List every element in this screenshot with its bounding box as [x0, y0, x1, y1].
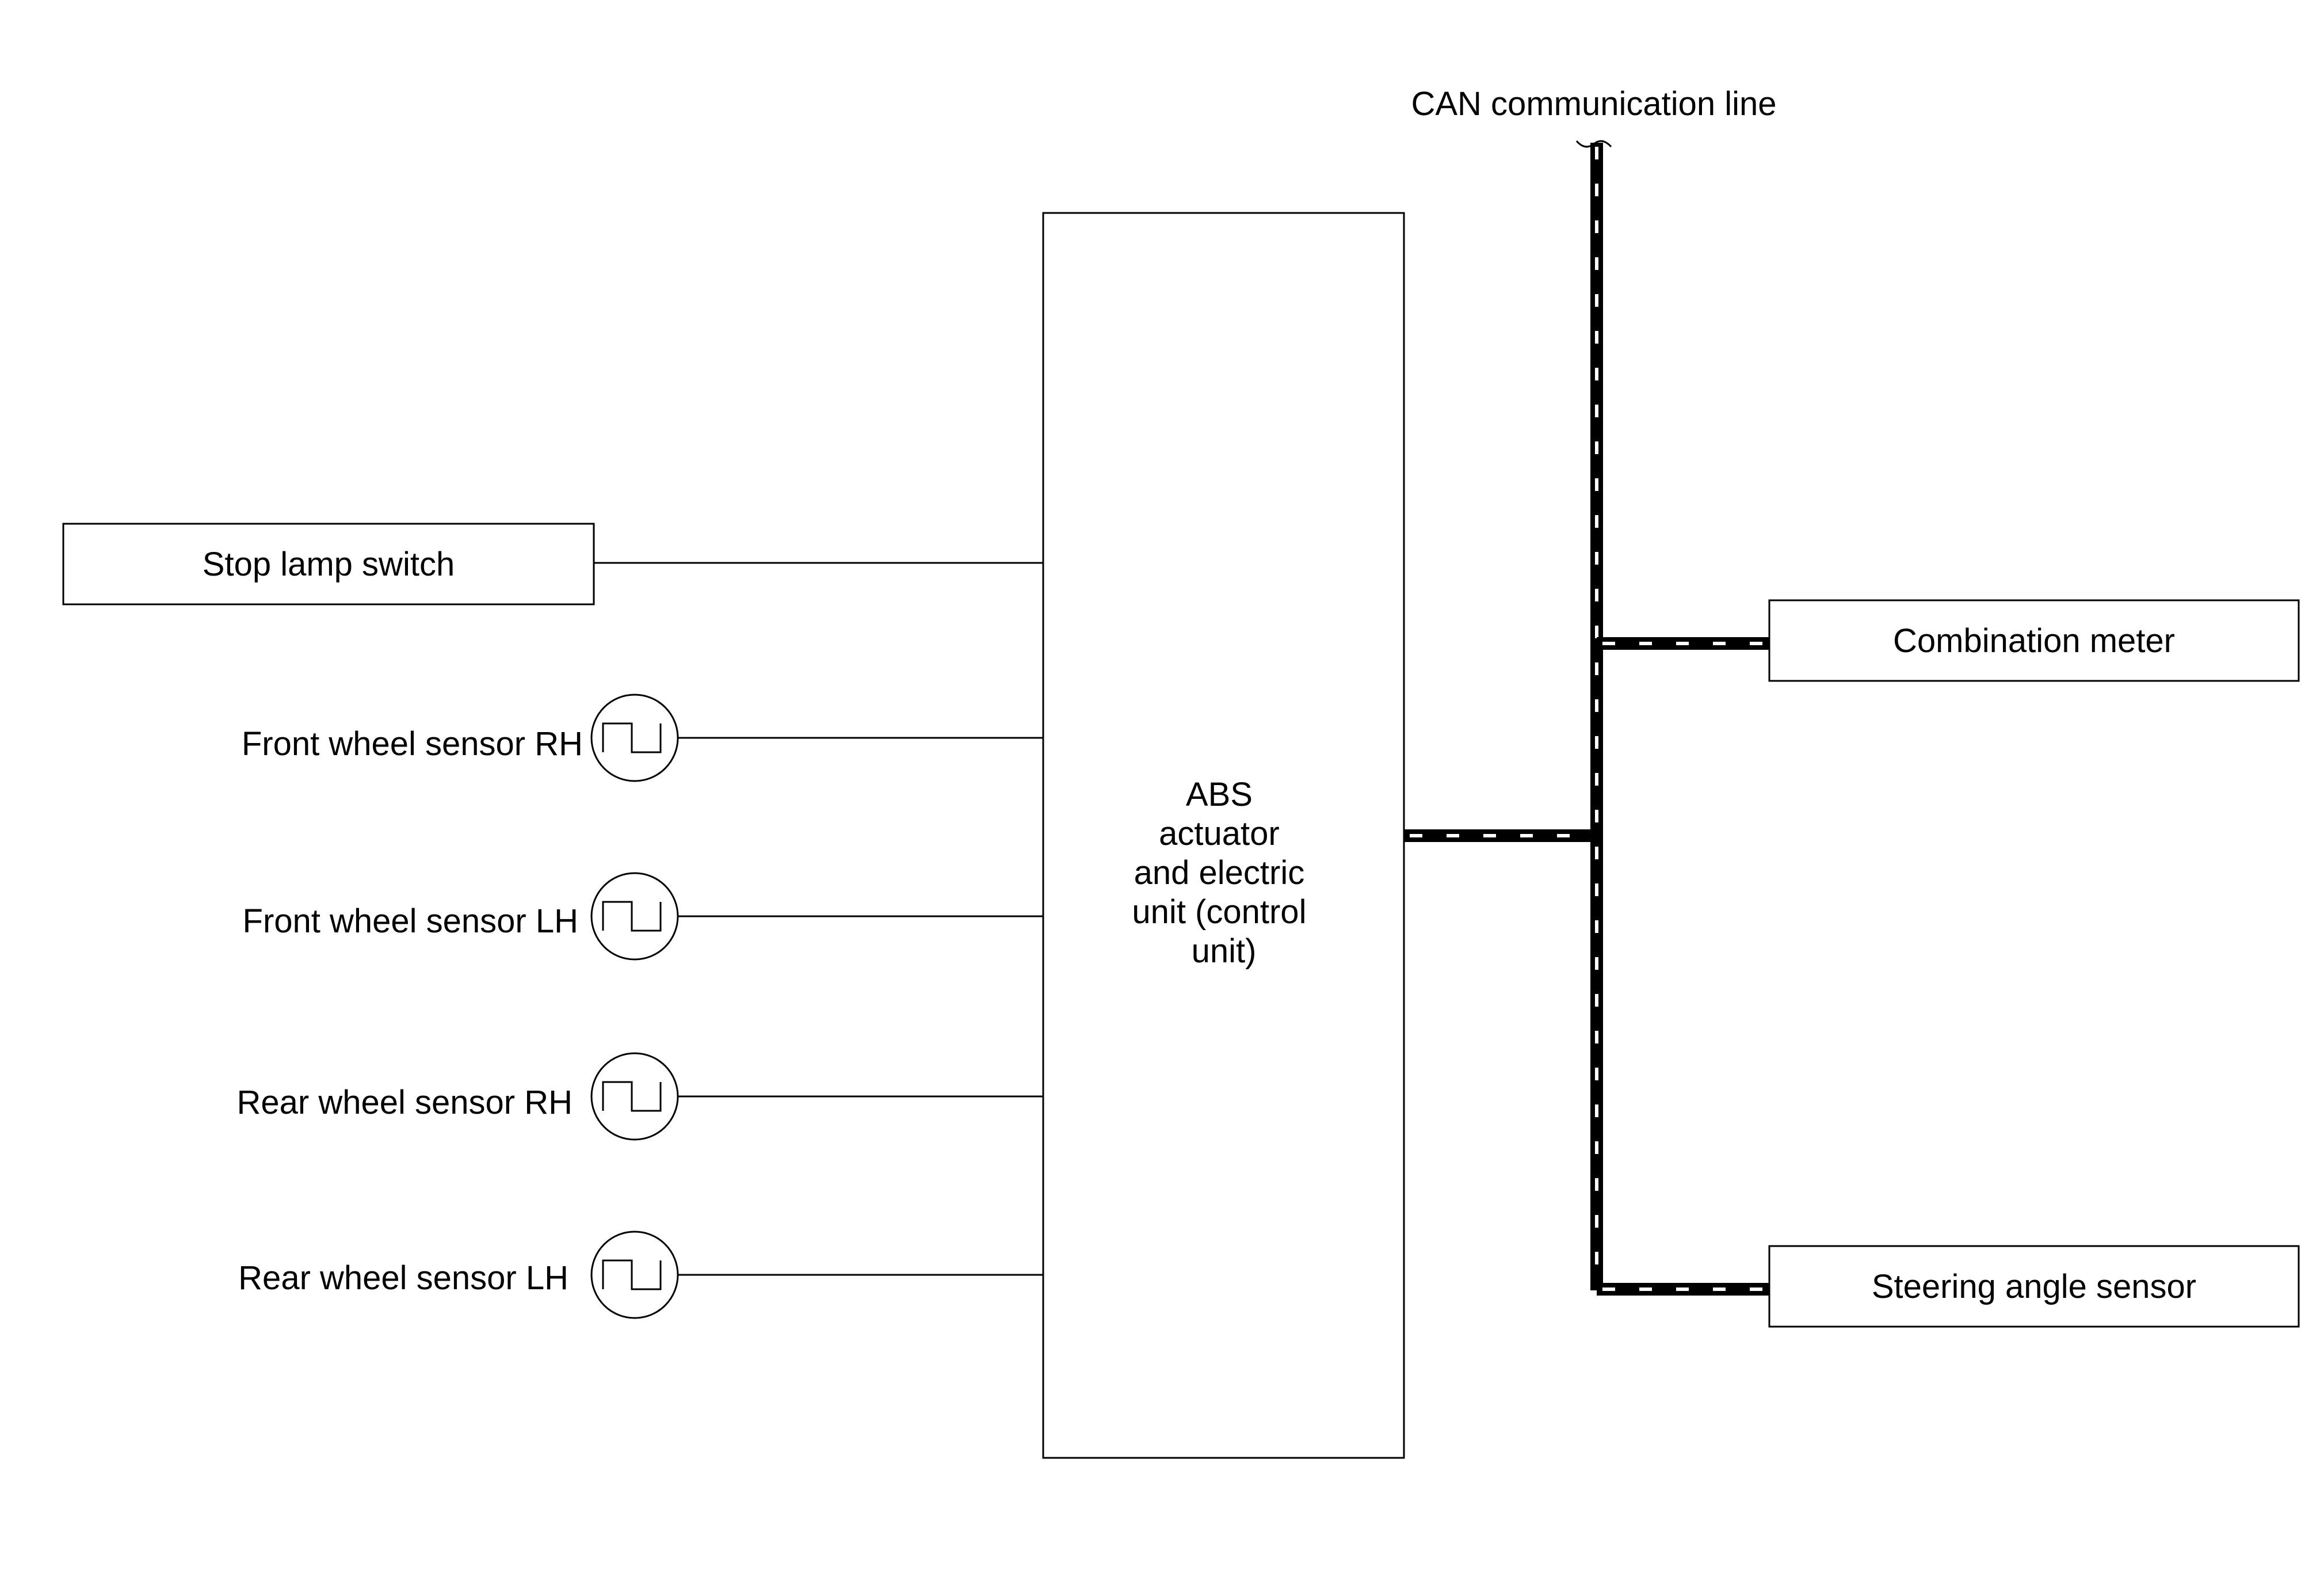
rear-wheel-sensor-lh-label: Rear wheel sensor LH — [238, 1259, 568, 1297]
stop-lamp-switch: Stop lamp switch — [62, 523, 1043, 605]
stop-lamp-switch-label: Stop lamp switch — [203, 546, 455, 583]
abs-control-unit: ABS actuator and electric unit (control … — [1042, 212, 1405, 1459]
steering-angle-sensor: Steering angle sensor — [1768, 1245, 2300, 1328]
control-unit-line-1: ABS — [1186, 776, 1253, 813]
rear-wheel-sensor-rh-label: Rear wheel sensor RH — [237, 1084, 573, 1121]
svg-text:ABS actuator and e: ABS actuator and electric unit (control … — [1132, 776, 1315, 970]
pulse-signal-icon — [590, 1052, 679, 1141]
front-wheel-sensor-lh-label: Front wheel sensor LH — [243, 902, 578, 940]
pulse-signal-icon — [590, 872, 679, 961]
can-line-label: CAN communication line — [1411, 85, 1776, 123]
pulse-signal-icon — [590, 694, 679, 782]
rear-wheel-sensor-lh: Rear wheel sensor LH — [238, 1231, 1043, 1319]
steering-angle-sensor-label: Steering angle sensor — [1872, 1268, 2196, 1305]
control-unit-line-5: unit) — [1192, 932, 1257, 970]
control-unit-line-3: and electric — [1134, 854, 1305, 892]
can-bus — [1404, 143, 1769, 1296]
combination-meter-label: Combination meter — [1893, 622, 2175, 660]
front-wheel-sensor-rh-label: Front wheel sensor RH — [242, 725, 583, 763]
combination-meter: Combination meter — [1768, 599, 2300, 682]
rear-wheel-sensor-rh: Rear wheel sensor RH — [237, 1052, 1043, 1141]
front-wheel-sensor-rh: Front wheel sensor RH — [242, 694, 1043, 782]
control-unit-line-4: unit (control — [1132, 893, 1306, 931]
front-wheel-sensor-lh: Front wheel sensor LH — [243, 872, 1043, 961]
control-unit-line-2: actuator — [1159, 815, 1280, 852]
pulse-signal-icon — [590, 1231, 679, 1319]
